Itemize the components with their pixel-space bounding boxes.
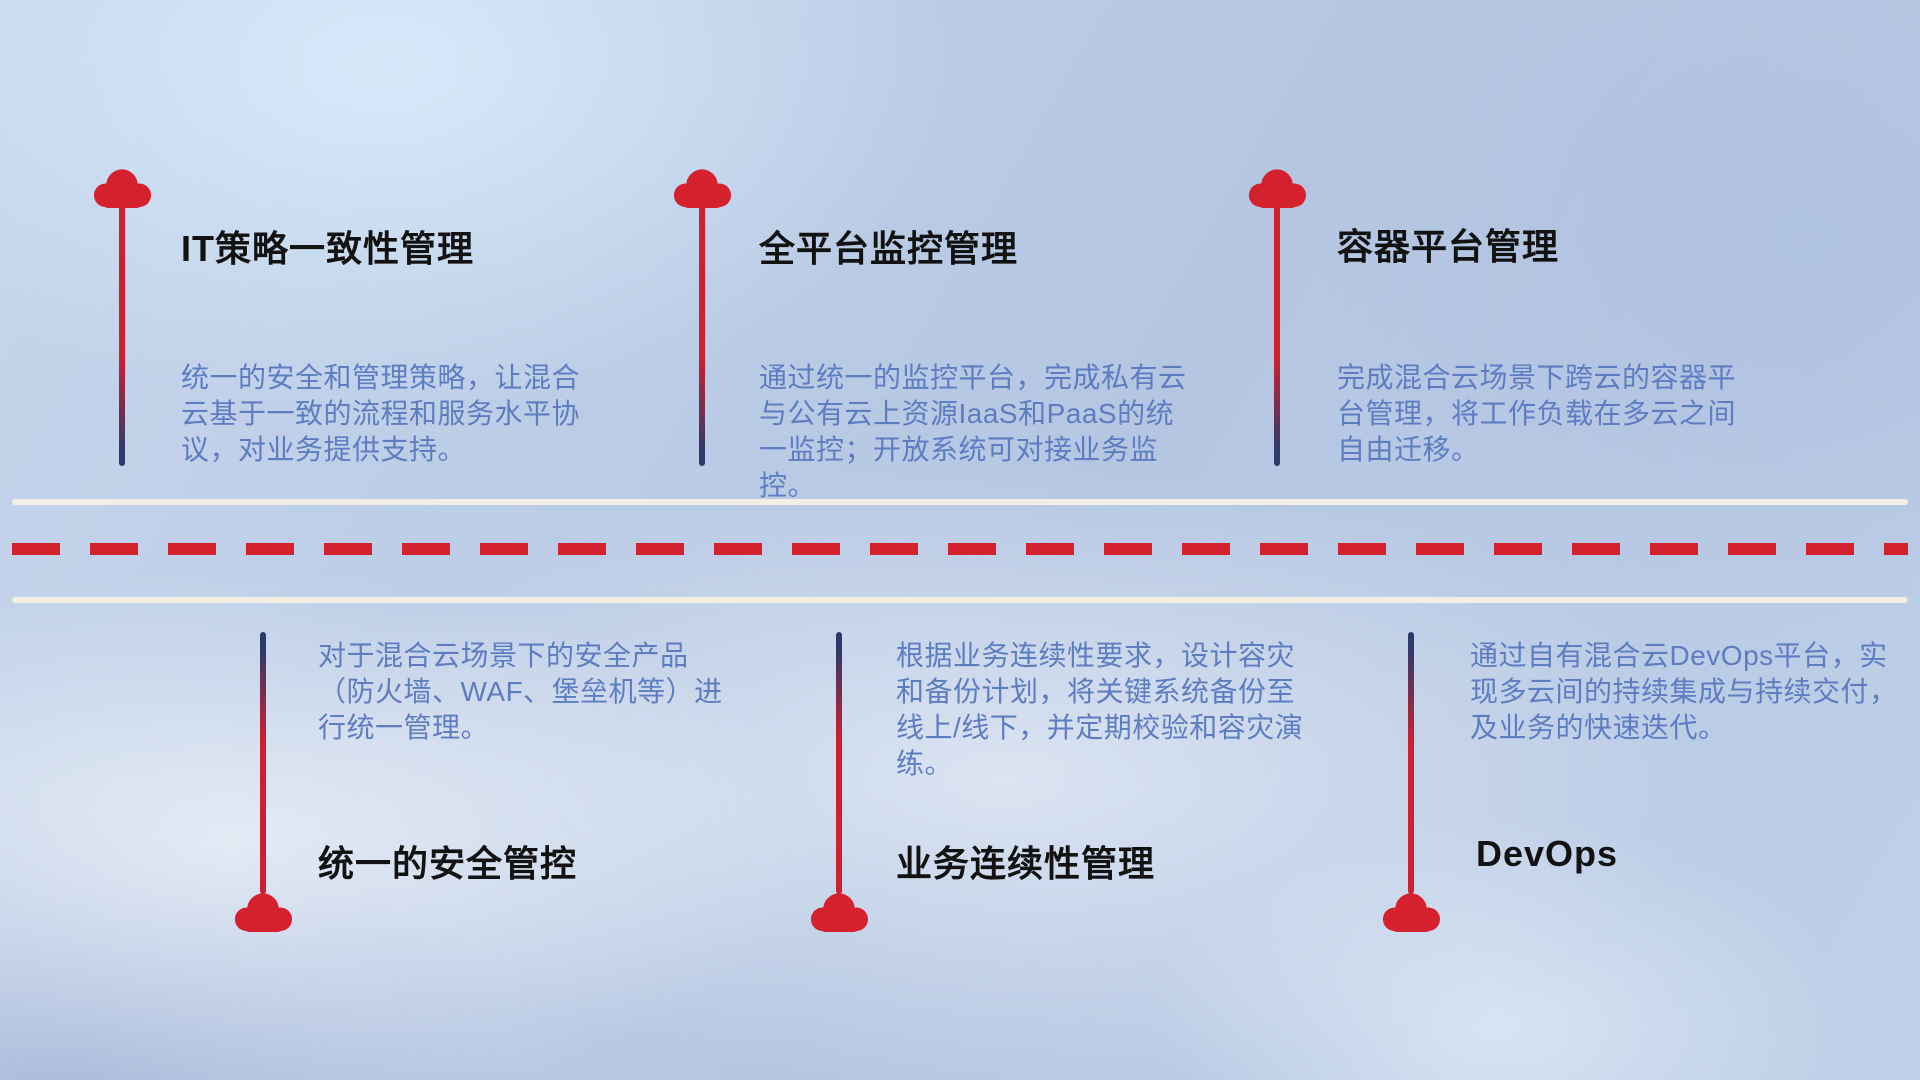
- feature-title: 业务连续性管理: [896, 843, 1156, 884]
- road-bottom-line: [12, 597, 1908, 603]
- pin-line: [1274, 206, 1280, 466]
- feature-title: DevOps: [1476, 833, 1619, 874]
- feature-description: 通过自有混合云DevOps平台，实现多云间的持续集成与持续交付，及业务的快速迭代…: [1470, 640, 1898, 743]
- cloud-icon: [1248, 168, 1306, 208]
- feature-description: 根据业务连续性要求，设计容灾和备份计划，将关键系统备份至线上/线下，并定期校验和…: [896, 640, 1304, 779]
- feature-description: 统一的安全和管理策略，让混合云基于一致的流程和服务水平协议，对业务提供支持。: [181, 362, 581, 465]
- cloud-icon: [234, 892, 292, 932]
- cloud-icon: [1382, 892, 1440, 932]
- cloud-icon: [93, 168, 151, 208]
- feature-title: 容器平台管理: [1337, 226, 1560, 267]
- road-top-line: [12, 499, 1908, 505]
- cloud-icon: [810, 892, 868, 932]
- pin-line: [119, 206, 125, 466]
- feature-title: 统一的安全管控: [318, 843, 578, 884]
- feature-title: 全平台监控管理: [759, 228, 1019, 269]
- pin-line: [1408, 632, 1414, 894]
- feature-description: 对于混合云场景下的安全产品（防火墙、WAF、堡垒机等）进行统一管理。: [318, 640, 723, 743]
- cloud-icon: [673, 168, 731, 208]
- pin-line: [836, 632, 842, 894]
- pin-line: [260, 632, 266, 894]
- feature-description: 通过统一的监控平台，完成私有云与公有云上资源IaaS和PaaS的统一监控；开放系…: [759, 362, 1187, 501]
- feature-title: IT策略一致性管理: [181, 228, 474, 269]
- road-dashed-center-line: [12, 543, 1908, 555]
- feature-description: 完成混合云场景下跨云的容器平台管理，将工作负载在多云之间自由迁移。: [1337, 362, 1737, 465]
- pin-line: [699, 206, 705, 466]
